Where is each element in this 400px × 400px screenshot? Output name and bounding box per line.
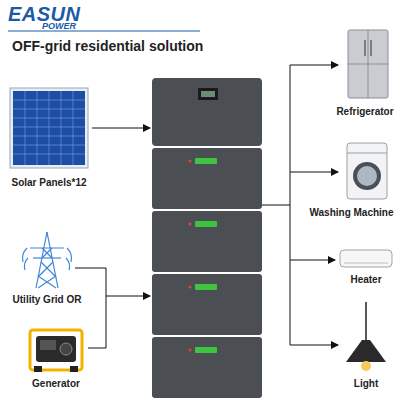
device-node: Washing Machine xyxy=(307,207,396,219)
logo-rule xyxy=(8,31,200,32)
solar-panel xyxy=(10,88,88,168)
device-node: Solar Panels*12 xyxy=(9,177,89,189)
logo-subtext: POWER xyxy=(42,21,76,31)
device-label: Utility Grid OR xyxy=(11,294,84,306)
washing-machine xyxy=(347,143,387,199)
battery-stack xyxy=(152,78,262,398)
device-node: Light xyxy=(352,378,381,390)
device-node: Heater xyxy=(348,274,384,286)
pendant-light xyxy=(346,302,386,371)
device-label: Generator xyxy=(30,378,82,390)
device-node: Utility Grid OR xyxy=(11,294,84,306)
refrigerator xyxy=(348,30,388,98)
wires xyxy=(75,65,338,348)
device-label: Light xyxy=(352,378,381,390)
pylon xyxy=(23,232,72,288)
device-node: Refrigerator xyxy=(334,106,396,118)
diagram-title: OFF-grid residential solution xyxy=(12,38,203,54)
heater xyxy=(340,250,392,267)
device-label: Heater xyxy=(348,274,384,286)
device-label: Solar Panels*12 xyxy=(9,177,89,189)
device-label: Refrigerator xyxy=(334,106,396,118)
generator xyxy=(30,330,82,372)
device-label: Washing Machine xyxy=(307,207,396,219)
device-node: Generator xyxy=(30,378,82,390)
